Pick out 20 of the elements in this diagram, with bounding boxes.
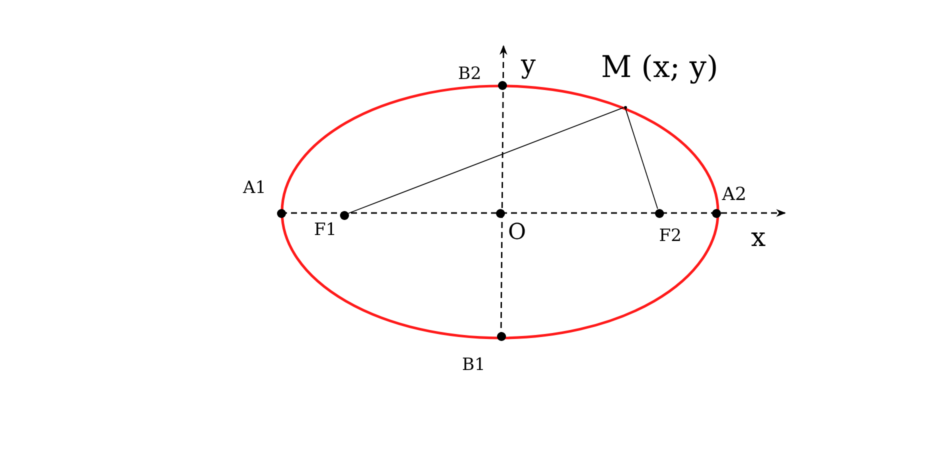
point-label: A1	[243, 180, 266, 197]
point-label: F1	[314, 222, 337, 239]
axis-label: x	[751, 225, 766, 251]
point-dot	[498, 80, 506, 90]
line-segment	[625, 108, 658, 210]
point-label: A2	[722, 186, 746, 204]
point-label: B1	[462, 357, 486, 374]
point-dot	[496, 332, 506, 340]
point-label: B2	[458, 66, 482, 83]
point-dot	[496, 208, 504, 218]
point-dot	[654, 208, 664, 218]
point-label: O	[508, 222, 526, 244]
point-dot	[712, 208, 720, 218]
point-dot	[276, 208, 286, 218]
point-dot	[624, 106, 626, 108]
axis-label: y	[521, 52, 536, 78]
point-dot	[340, 210, 348, 220]
point-label: F2	[659, 228, 682, 245]
point-label: M (x; y)	[601, 53, 718, 83]
line-segment	[348, 107, 624, 214]
